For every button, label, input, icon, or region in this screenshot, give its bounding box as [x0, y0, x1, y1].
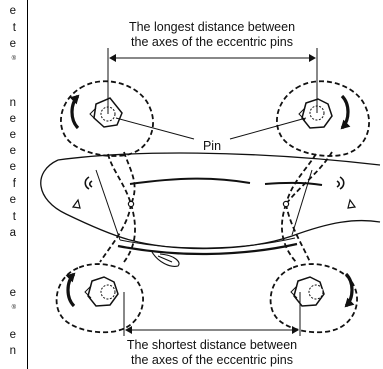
rotation-arrows [65, 94, 355, 308]
side-char: e [9, 129, 16, 141]
shortest-distance-label-line1: The shortest distance between [127, 338, 297, 352]
pin-top-right-icon [298, 98, 333, 129]
pin-bottom-right-icon [290, 276, 325, 307]
side-char: f [12, 178, 16, 190]
shortest-distance-label-line2: the axes of the eccentric pins [131, 353, 293, 367]
visor-outline [40, 152, 381, 250]
side-char: e [9, 113, 16, 125]
side-char: a [9, 227, 16, 239]
extension-lines [107, 48, 318, 336]
cropped-side-text: e t e ® n e e e e f e t a e ® e n [0, 0, 20, 369]
dashed-callouts [55, 80, 370, 334]
pin-leader-lines [115, 117, 307, 140]
side-char: e [9, 287, 16, 299]
side-char: e [9, 161, 16, 173]
side-char: n [9, 345, 16, 357]
side-char: e [9, 329, 16, 341]
longest-distance-label-line1: The longest distance between [129, 20, 295, 34]
side-char: ® [11, 56, 16, 62]
pin-bottom-left-icon [84, 276, 119, 307]
visor-tab [151, 251, 180, 267]
visor-details [71, 169, 357, 256]
side-char: e [9, 194, 16, 206]
longest-distance-label-line2: the axes of the eccentric pins [131, 35, 293, 49]
pin-label: Pin [203, 139, 221, 153]
side-char: e [9, 145, 16, 157]
side-char: ® [11, 305, 16, 311]
side-char: t [12, 22, 16, 34]
side-char: n [9, 97, 16, 109]
side-char: t [12, 211, 16, 223]
column-divider [27, 0, 28, 369]
side-char: e [9, 38, 16, 50]
pin-top-left-icon [89, 97, 123, 128]
pin-anchor-points [127, 200, 290, 208]
side-char: e [9, 5, 16, 17]
